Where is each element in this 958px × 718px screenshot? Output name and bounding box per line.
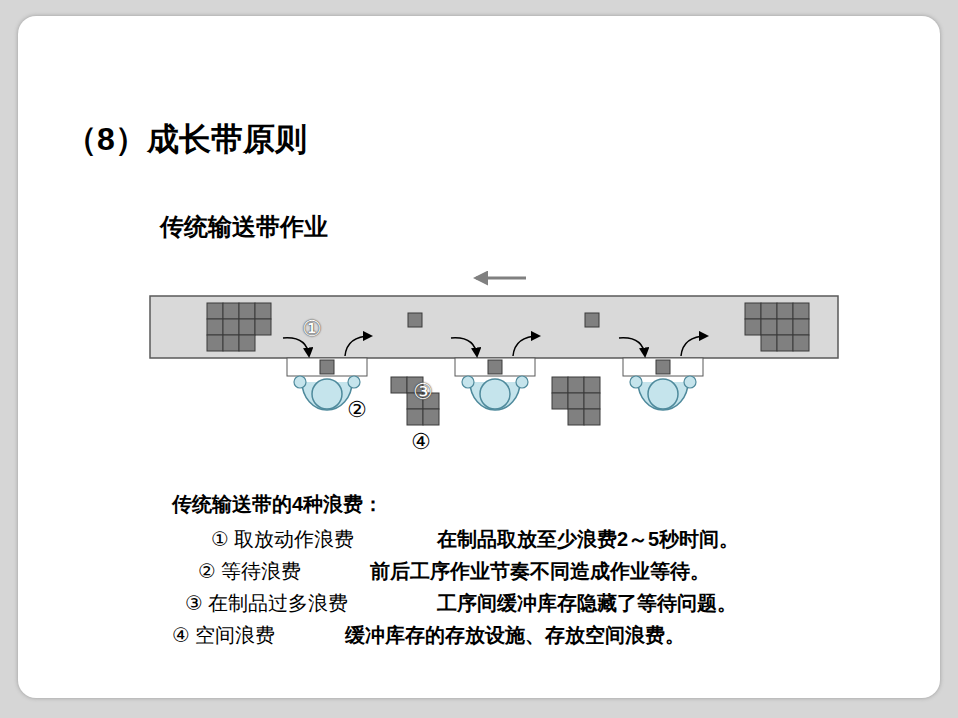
workpiece (255, 303, 271, 319)
workpiece (568, 409, 584, 425)
workpiece (239, 319, 255, 335)
place-arrow (345, 336, 371, 356)
direction-arrow (476, 277, 526, 280)
workpiece (407, 409, 423, 425)
workpiece (239, 303, 255, 319)
callout-number: ④ (411, 429, 431, 455)
workpiece (423, 409, 439, 425)
workpiece (552, 377, 568, 393)
workpiece (584, 409, 600, 425)
pick-arrow (451, 338, 477, 356)
worker-head (312, 379, 342, 409)
workpiece (793, 335, 809, 351)
workpiece (552, 393, 568, 409)
waste-name: ④ 空间浪费 (172, 623, 276, 647)
workpiece (408, 313, 422, 327)
waste-description: 在制品取放至少浪费2～5秒时间。 (437, 527, 739, 551)
work-table (455, 358, 535, 376)
subtitle: 传统输送带作业 (160, 213, 328, 242)
workpiece (761, 303, 777, 319)
worker-hand (684, 376, 696, 388)
worker-hand (462, 376, 474, 388)
workpiece (777, 335, 793, 351)
work-table (623, 358, 703, 376)
workpiece (207, 303, 223, 319)
place-arrow (513, 336, 539, 356)
workpiece (207, 335, 223, 351)
buffer-stock (552, 377, 600, 425)
workpiece (223, 303, 239, 319)
workpiece (255, 319, 271, 335)
waste-description: 工序间缓冲库存隐藏了等待问题。 (437, 591, 737, 615)
workpiece (656, 360, 670, 374)
worker-head (480, 379, 510, 409)
workpiece (488, 360, 502, 374)
waste-name: ① 取放动作浪费 (211, 527, 355, 551)
workpiece (223, 319, 239, 335)
place-arrow (681, 336, 707, 356)
workpiece (239, 335, 255, 351)
workpiece (223, 335, 239, 351)
stock-pile (745, 303, 809, 351)
list-heading: 传统输送带的4种浪费： (172, 492, 383, 516)
workpiece (584, 377, 600, 393)
workpiece (568, 393, 584, 409)
buffer-stock (391, 377, 439, 425)
waste-description: 缓冲库存的存放设施、存放空间浪费。 (345, 623, 685, 647)
workpiece (408, 313, 422, 327)
workpiece (584, 393, 600, 409)
worker-hand (294, 376, 306, 388)
workpiece (793, 319, 809, 335)
conveyor-belt (150, 296, 838, 358)
slide-title: （8）成长带原则 (65, 120, 307, 158)
waste-name: ② 等待浪费 (198, 559, 302, 583)
workpiece (777, 303, 793, 319)
workpiece (585, 313, 599, 327)
workpiece (745, 319, 761, 335)
work-table (287, 358, 367, 376)
callout-number: ① (302, 316, 322, 342)
worker-hand (348, 376, 360, 388)
workpiece (761, 335, 777, 351)
workpiece (793, 303, 809, 319)
workpiece (745, 303, 761, 319)
worker-hand (516, 376, 528, 388)
worker-head (648, 379, 678, 409)
stock-pile (207, 303, 271, 351)
waste-description: 前后工序作业节奏不同造成作业等待。 (370, 559, 710, 583)
callout-number: ② (347, 397, 367, 423)
pick-arrow (619, 338, 645, 356)
worker-station (451, 336, 539, 410)
workpiece (320, 360, 334, 374)
workpiece (777, 319, 793, 335)
workpiece (568, 377, 584, 393)
workpiece (391, 377, 407, 393)
waste-name: ③ 在制品过多浪费 (185, 591, 349, 615)
workpiece (585, 313, 599, 327)
workpiece (207, 319, 223, 335)
callout-number: ③ (413, 379, 433, 405)
worker-hand (630, 376, 642, 388)
worker-station (619, 336, 707, 410)
workpiece (761, 319, 777, 335)
